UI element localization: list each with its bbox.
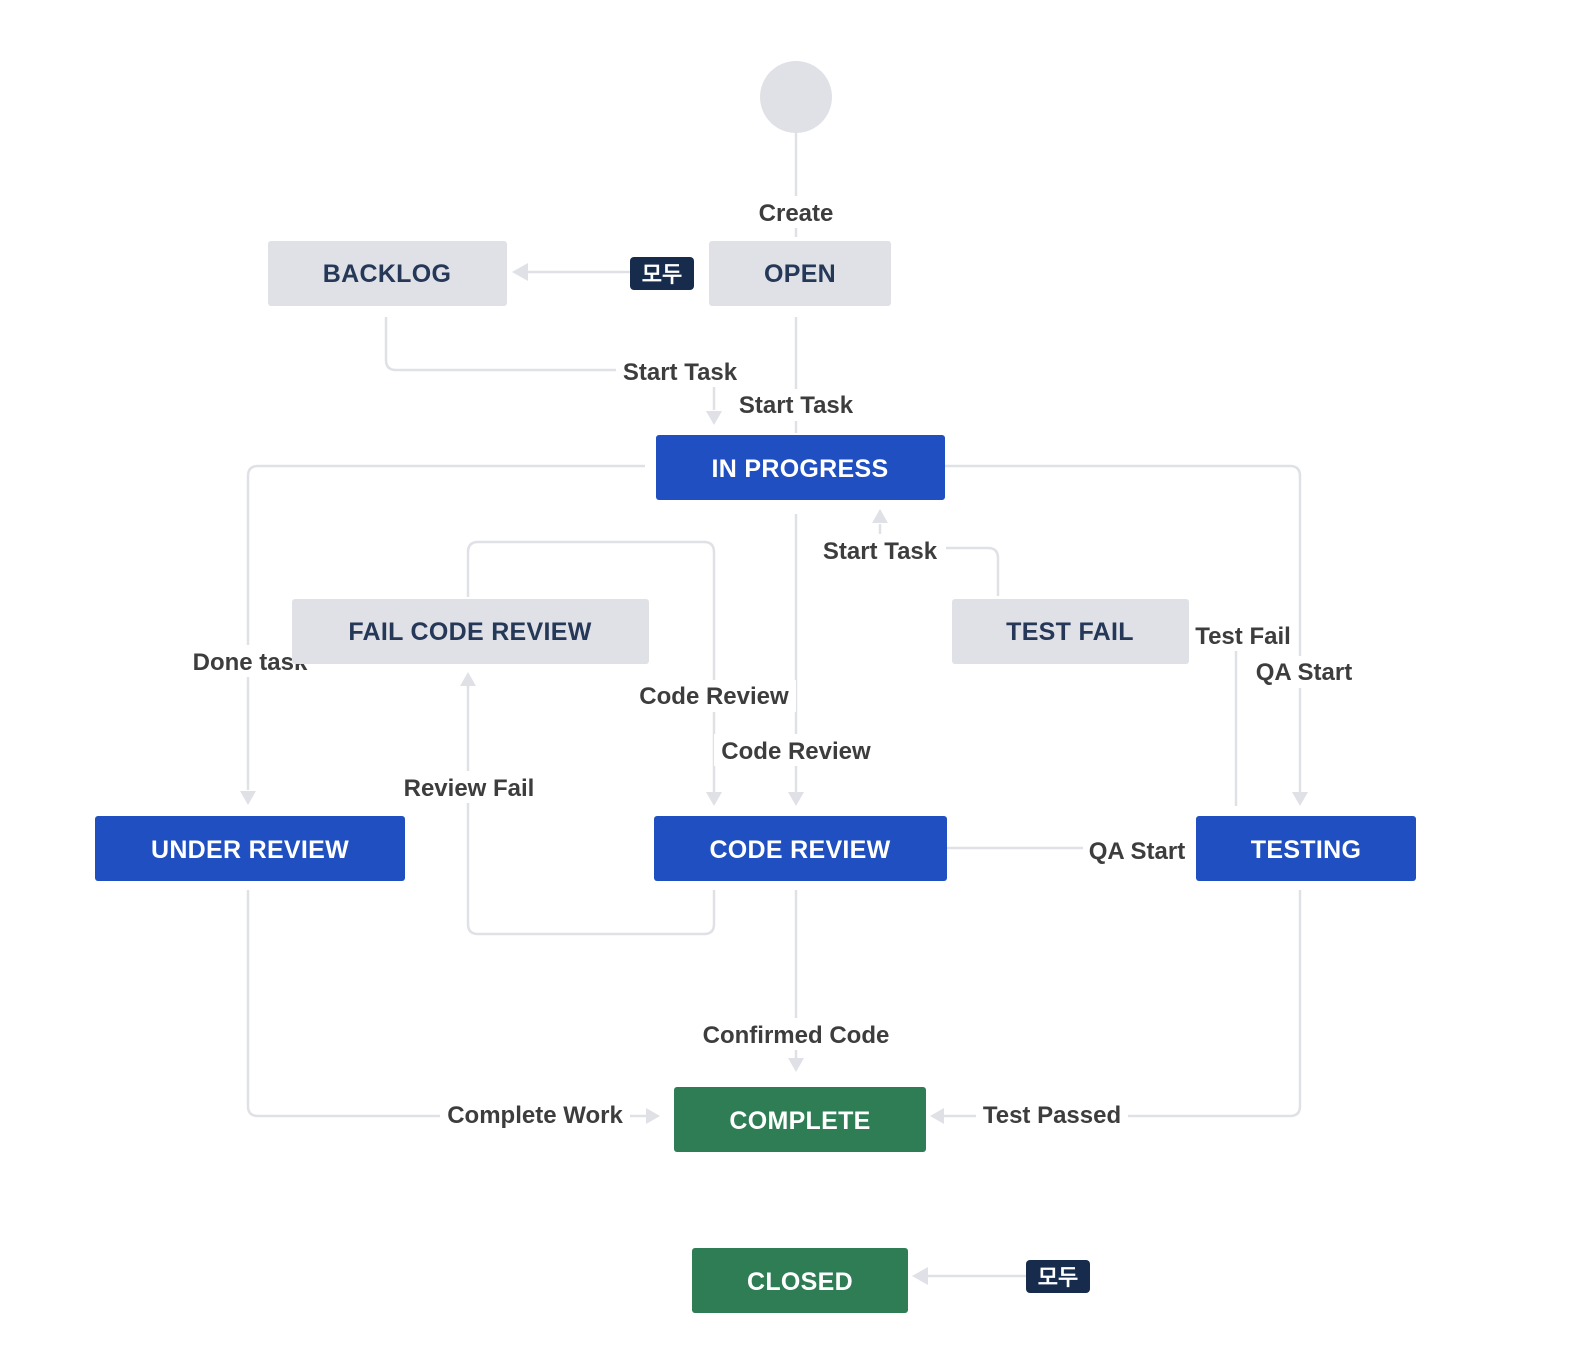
transition-label-test-fail[interactable]: Test Fail [1195, 623, 1291, 650]
status-testing[interactable]: TESTING [1196, 816, 1416, 881]
global-transition-badge-backlog[interactable]: 모두 [630, 257, 694, 290]
badge-label-closed: 모두 [1038, 1266, 1078, 1291]
arrowheads [240, 263, 1308, 1285]
transition-label-done-task[interactable]: Done task [193, 649, 308, 676]
connectors [246, 130, 1302, 1278]
transition-label-create[interactable]: Create [759, 200, 834, 227]
transition-label-open-start-task[interactable]: Start Task [739, 392, 854, 419]
arrowhead-test-fail-start-task [872, 509, 888, 523]
status-label-testing: TESTING [1251, 836, 1361, 864]
status-box-under-review [95, 816, 405, 881]
status-complete[interactable]: COMPLETE [674, 1087, 926, 1152]
status-label-open: OPEN [764, 260, 836, 288]
transition-label-qa-start-from-progress[interactable]: QA Start [1256, 659, 1352, 686]
edge-complete-work[interactable] [246, 890, 646, 1118]
badge-label-backlog: 모두 [642, 263, 682, 288]
transition-label-qa-start-from-code-review[interactable]: QA Start [1089, 838, 1185, 865]
arrowhead-complete-work [646, 1108, 660, 1124]
arrowhead-code-review-left [706, 792, 722, 806]
arrowhead-code-review-right [788, 792, 804, 806]
status-label-complete: COMPLETE [729, 1107, 870, 1135]
status-closed[interactable]: CLOSED [692, 1248, 908, 1313]
status-in-progress[interactable]: IN PROGRESS [656, 435, 945, 500]
status-label-code-review: CODE REVIEW [709, 836, 890, 864]
start-node [760, 61, 832, 133]
transition-label-code-review-from-progress[interactable]: Code Review [721, 738, 871, 765]
edge-review-fail[interactable] [466, 686, 716, 936]
arrowhead-backlog-start-task [706, 411, 722, 425]
arrowhead-confirmed-code [788, 1058, 804, 1072]
transition-label-code-review-from-fail[interactable]: Code Review [639, 683, 789, 710]
arrowhead-testing [1292, 792, 1308, 806]
status-box-closed [692, 1248, 908, 1313]
status-backlog[interactable]: BACKLOG [268, 241, 507, 306]
edge-qa-start-from-progress[interactable] [940, 464, 1302, 792]
global-transition-badge-closed[interactable]: 모두 [1026, 1260, 1090, 1293]
transition-label-complete-work[interactable]: Complete Work [447, 1102, 623, 1129]
transition-label-confirmed-code[interactable]: Confirmed Code [703, 1022, 890, 1049]
transition-labels: Create Start Task Start Task Start Task … [185, 196, 1360, 1130]
edge-test-fail-start-task[interactable] [878, 524, 1000, 596]
transition-label-review-fail[interactable]: Review Fail [404, 775, 535, 802]
status-label-closed: CLOSED [747, 1268, 853, 1296]
arrowhead-done-task [240, 791, 256, 805]
edge-done-task[interactable] [246, 464, 645, 790]
status-box-test-fail [952, 599, 1189, 664]
arrowhead-review-fail [460, 672, 476, 686]
status-label-under-review: UNDER REVIEW [151, 836, 349, 864]
status-label-backlog: BACKLOG [323, 260, 451, 288]
status-code-review[interactable]: CODE REVIEW [654, 816, 947, 881]
transition-label-backlog-start-task[interactable]: Start Task [623, 359, 738, 386]
status-label-test-fail: TEST FAIL [1006, 618, 1134, 646]
status-under-review[interactable]: UNDER REVIEW [95, 816, 405, 881]
transition-label-test-fail-start-task[interactable]: Start Task [823, 538, 938, 565]
edge-test-passed[interactable] [944, 890, 1302, 1118]
status-box-testing [1196, 816, 1416, 881]
status-label-fail-code-review: FAIL CODE REVIEW [348, 618, 591, 646]
arrowhead-backlog [512, 263, 528, 281]
status-box-fail-code-review [292, 599, 649, 664]
edge-fail-to-code-review[interactable] [466, 540, 716, 792]
status-box-in-progress [656, 435, 945, 500]
transition-label-test-passed[interactable]: Test Passed [983, 1102, 1121, 1129]
status-box-complete [674, 1087, 926, 1152]
status-open[interactable]: OPEN [709, 241, 891, 306]
status-box-backlog [268, 241, 507, 306]
arrowhead-closed [912, 1267, 928, 1285]
status-fail-code-review[interactable]: FAIL CODE REVIEW [292, 599, 649, 664]
status-test-fail[interactable]: TEST FAIL [952, 599, 1189, 664]
status-label-in-progress: IN PROGRESS [712, 455, 889, 483]
arrowhead-test-passed [930, 1108, 944, 1124]
status-box-code-review [654, 816, 947, 881]
status-box-open [709, 241, 891, 306]
